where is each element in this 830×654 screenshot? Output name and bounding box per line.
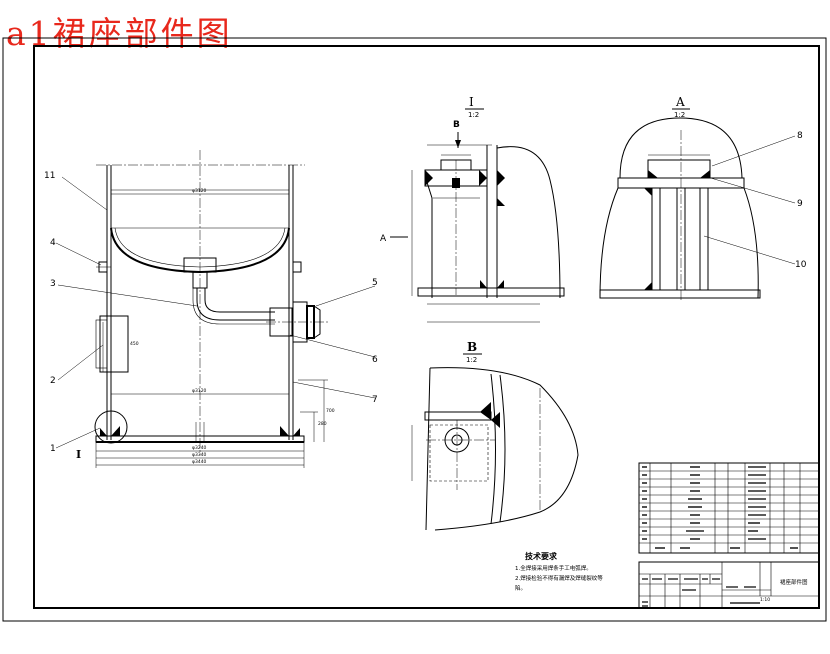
callout-4: 4	[50, 238, 56, 248]
svg-text:φ3440: φ3440	[192, 459, 207, 465]
parts-list	[638, 462, 820, 554]
view-B-label: B	[467, 340, 477, 354]
title-block-drawing-name: 裙座部件图	[780, 578, 808, 586]
arrow-a-label: A	[380, 234, 387, 244]
callout-3: 3	[50, 279, 56, 289]
view-A: A 1:2 8 9 10	[599, 95, 807, 300]
callout-10: 10	[795, 260, 807, 270]
callout-6: 6	[372, 355, 378, 365]
svg-text:280: 280	[318, 421, 327, 427]
section-view-I: I 1:2 B A	[380, 95, 565, 323]
arrow-b-label: B	[453, 120, 460, 130]
callout-1: 1	[50, 444, 56, 454]
title-block: 裙座部件图 1:10	[638, 561, 820, 609]
outer-frame	[2, 37, 827, 622]
callouts-main: 11 4 3 2 1 5 6 7 I	[44, 171, 378, 461]
callout-8: 8	[797, 131, 803, 141]
view-B: B 1:2	[411, 340, 579, 531]
svg-text:450: 450	[130, 341, 139, 347]
tech-req-line-3: 陷。	[515, 584, 526, 592]
callout-2: 2	[50, 376, 56, 386]
callout-9: 9	[797, 199, 803, 209]
callout-7: 7	[372, 395, 378, 405]
main-view: φ3120 φ3120 φ3240 φ3340 φ3440 450 280 70…	[94, 150, 335, 468]
inner-frame	[33, 45, 820, 609]
view-A-label: A	[675, 95, 685, 109]
tech-req-line-2: 2.焊接检验不得有漏焊及焊缝裂纹等	[515, 574, 603, 582]
detail-ref-label: I	[76, 448, 81, 461]
svg-text:φ3240: φ3240	[192, 445, 207, 451]
svg-text:700: 700	[326, 408, 335, 414]
callout-11: 11	[44, 171, 55, 181]
tech-req-title: 技术要求	[525, 551, 558, 561]
view-A-scale: 1:2	[674, 111, 685, 119]
tech-req-line-1: 1.全焊接采用焊条手工电弧焊。	[515, 564, 592, 572]
section-I-scale: 1:2	[468, 111, 479, 119]
title-block-scale: 1:10	[760, 597, 770, 603]
section-I-label: I	[469, 95, 474, 109]
svg-text:φ3120: φ3120	[192, 388, 207, 394]
callout-5: 5	[372, 278, 378, 288]
svg-text:φ3340: φ3340	[192, 452, 207, 458]
view-B-scale: 1:2	[466, 356, 477, 364]
svg-text:φ3120: φ3120	[192, 188, 207, 194]
technical-requirements: 技术要求 1.全焊接采用焊条手工电弧焊。 2.焊接检验不得有漏焊及焊缝裂纹等 陷…	[515, 551, 603, 592]
